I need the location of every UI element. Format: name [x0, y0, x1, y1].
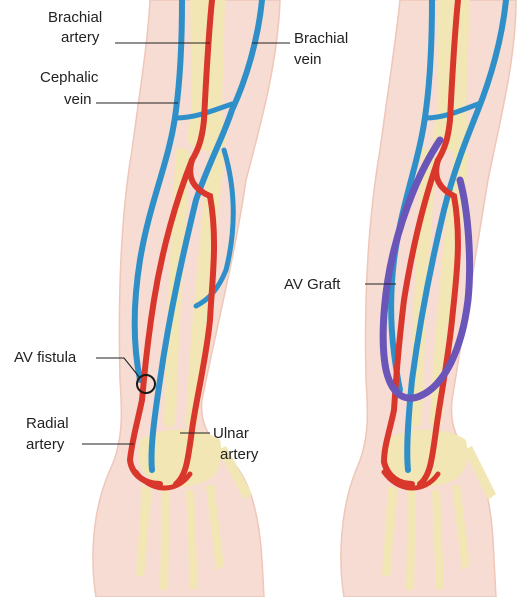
brachial-vein-label: Brachial vein [294, 30, 352, 68]
left-arm [93, 0, 280, 597]
left-arm-skin [93, 0, 280, 597]
av-fistula-label: AV fistula [14, 349, 77, 366]
av-graft-label: AV Graft [284, 276, 341, 293]
brachial-artery-label: Brachial artery [48, 9, 106, 46]
cephalic-vein-label: Cephalic vein [40, 69, 103, 108]
right-arm [341, 0, 516, 597]
radial-artery-label: Radial artery [26, 415, 73, 453]
